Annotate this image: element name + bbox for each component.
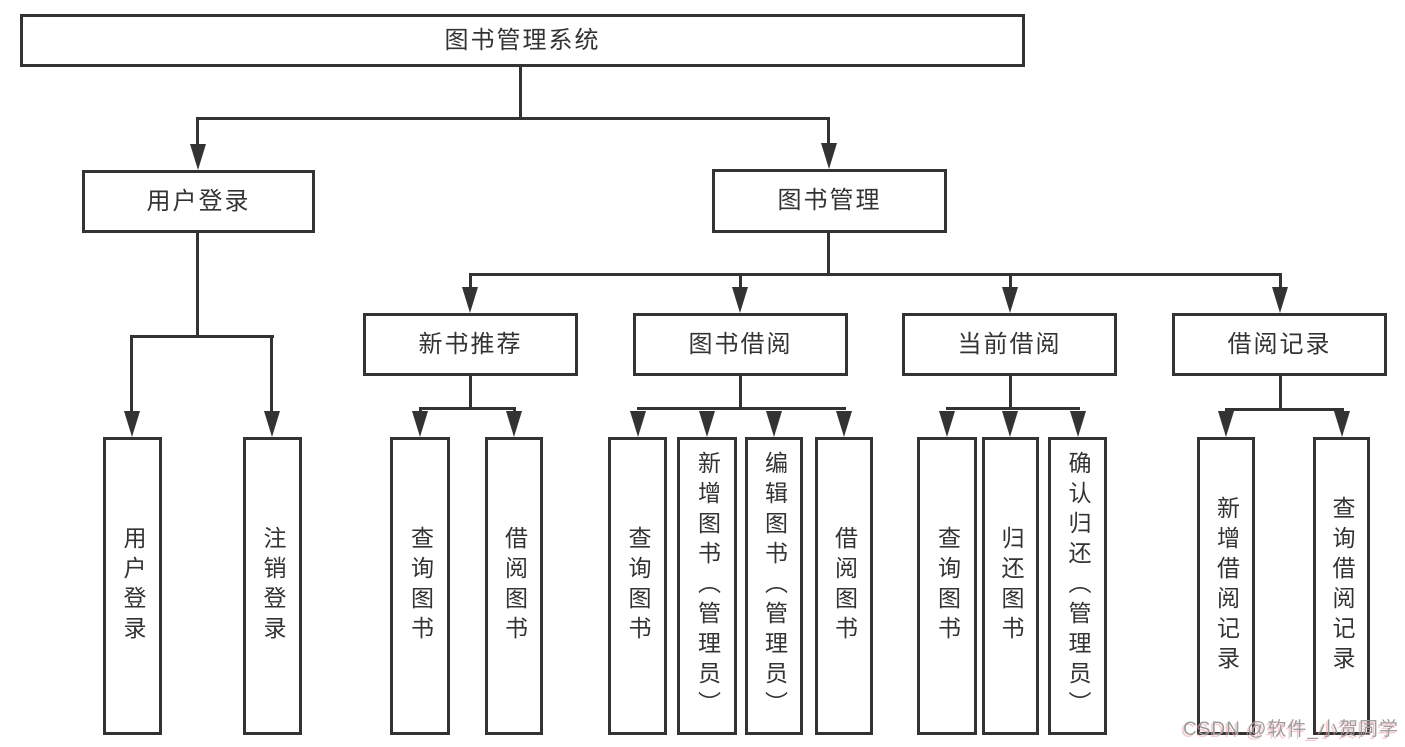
arrowhead-icon <box>1002 411 1018 437</box>
arrowhead-icon <box>190 144 206 170</box>
connector-drop-user-login <box>196 117 199 145</box>
arrowhead-icon <box>124 411 140 437</box>
arrowhead-icon <box>766 411 782 437</box>
leaf-borrow-books: 借阅图书 <box>815 437 873 735</box>
connector-group-bus <box>637 407 846 410</box>
connector-user-login-stem <box>196 233 199 335</box>
arrowhead-icon <box>821 143 837 169</box>
arrowhead-icon <box>1272 287 1288 313</box>
connector-drop <box>1009 273 1012 289</box>
node-current-borrow: 当前借阅 <box>902 313 1117 376</box>
node-user-login-branch: 用户登录 <box>82 170 315 233</box>
leaf-query-books: 查询图书 <box>608 437 667 735</box>
arrowhead-icon <box>506 411 522 437</box>
connector-drop <box>270 335 273 413</box>
connector-group-bus <box>419 407 516 410</box>
node-root: 图书管理系统 <box>20 14 1025 67</box>
connector-group-stem <box>469 376 472 407</box>
node-borrow-records: 借阅记录 <box>1172 313 1387 376</box>
leaf-user-login: 用户登录 <box>103 437 162 735</box>
node-book-borrow: 图书借阅 <box>633 313 848 376</box>
connector-level1-bus <box>196 117 830 120</box>
arrowhead-icon <box>1002 287 1018 313</box>
arrowhead-icon <box>836 411 852 437</box>
arrowhead-icon <box>1218 411 1234 437</box>
leaf-return-books: 归还图书 <box>982 437 1039 735</box>
connector-book-mgmt-stem <box>827 233 830 273</box>
node-book-management-branch: 图书管理 <box>712 169 947 233</box>
arrowhead-icon <box>462 287 478 313</box>
connector-drop <box>469 273 472 289</box>
leaf-edit-books-admin: 编辑图书（管理员） <box>745 437 803 735</box>
leaf-confirm-return-admin: 确认归还（管理员） <box>1048 437 1107 735</box>
leaf-query-books: 查询图书 <box>390 437 450 735</box>
csdn-watermark: CSDN @软件_小贺同学 <box>1183 719 1399 740</box>
node-new-book-recommend: 新书推荐 <box>363 313 578 376</box>
arrowhead-icon <box>630 411 646 437</box>
leaf-add-borrow-record: 新增借阅记录 <box>1197 437 1255 735</box>
connector-level3-bus <box>469 273 1282 276</box>
arrowhead-icon <box>1334 411 1350 437</box>
leaf-logout: 注销登录 <box>243 437 302 735</box>
connector-drop <box>130 335 133 413</box>
arrowhead-icon <box>699 411 715 437</box>
arrowhead-icon <box>412 411 428 437</box>
arrowhead-icon <box>264 411 280 437</box>
connector-group-stem <box>1279 376 1282 408</box>
leaf-query-books: 查询图书 <box>917 437 977 735</box>
connector-group-bus <box>1225 408 1344 411</box>
connector-root-stem <box>519 67 522 117</box>
connector-drop <box>1279 273 1282 289</box>
connector-user-login-bus <box>131 335 274 338</box>
leaf-add-books-admin: 新增图书（管理员） <box>677 437 737 735</box>
connector-drop-book-mgmt <box>827 117 830 145</box>
connector-group-stem <box>739 376 742 407</box>
connector-drop <box>739 273 742 289</box>
connector-group-bus <box>946 407 1080 410</box>
leaf-borrow-books: 借阅图书 <box>485 437 543 735</box>
leaf-query-borrow-record: 查询借阅记录 <box>1313 437 1370 735</box>
connector-group-stem <box>1009 376 1012 407</box>
arrowhead-icon <box>1070 411 1086 437</box>
arrowhead-icon <box>939 411 955 437</box>
arrowhead-icon <box>732 287 748 313</box>
